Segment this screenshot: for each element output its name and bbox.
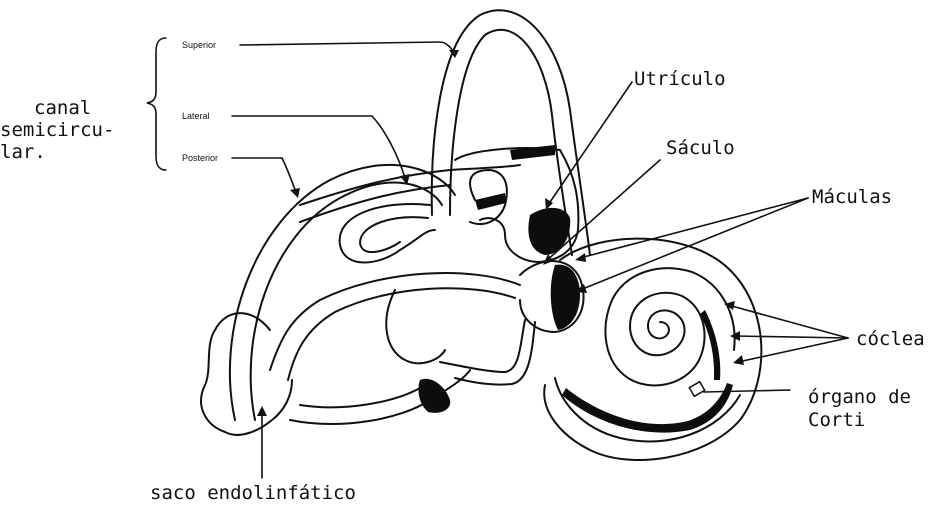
label-posterior: Posterior (182, 153, 218, 163)
utricle-macula (528, 208, 570, 255)
endolymphatic-sac (201, 313, 292, 435)
lateral-canal-inner (360, 217, 428, 252)
cochlear-duct-fill (562, 383, 733, 433)
label-lateral: Lateral (182, 111, 210, 121)
crista-bar-2 (475, 193, 506, 210)
lower-dark-region (418, 379, 450, 413)
group-label-line-2: semicircu- (0, 119, 114, 141)
organo-box (689, 382, 704, 397)
endolymphatic-duct-upper (270, 273, 520, 370)
group-label-line-3: lar. (0, 141, 46, 163)
organo-pointer (704, 390, 790, 392)
posterior-pointer (232, 158, 296, 192)
label-saculo: Sáculo (666, 137, 735, 159)
endolymphatic-duct-lower (288, 288, 515, 380)
maculas-arrowhead-1 (575, 253, 586, 262)
label-superior: Superior (182, 40, 216, 50)
lateral-canal-outer (340, 204, 435, 262)
lower-connection-inner (300, 388, 420, 407)
label-organo-line-1: órgano de (808, 386, 911, 408)
lateral-pointer (232, 116, 405, 178)
duct-reuniens (440, 320, 525, 372)
maculas-pointer-2 (580, 198, 808, 290)
label-coclea: cóclea (856, 328, 925, 350)
group-brace (147, 38, 166, 170)
label-utriculo: Utrículo (634, 68, 726, 90)
inner-chamber (386, 290, 445, 363)
posterior-canal-inner (251, 183, 442, 420)
coclea-arrowhead-3 (733, 355, 744, 365)
label-organo-line-2: Corti (808, 409, 865, 431)
coclea-pointer-2 (735, 336, 848, 338)
utriculo-pointer (548, 82, 632, 205)
superior-pointer (240, 42, 455, 55)
group-label-line-1: canal (34, 97, 91, 119)
saco-arrowhead (257, 406, 267, 416)
coclea-pointer-1 (728, 305, 848, 338)
label-saco: saco endolinfático (150, 482, 356, 504)
posterior-arrowhead (290, 188, 300, 198)
label-maculas: Máculas (812, 186, 892, 208)
coclea-pointer-3 (738, 338, 848, 362)
